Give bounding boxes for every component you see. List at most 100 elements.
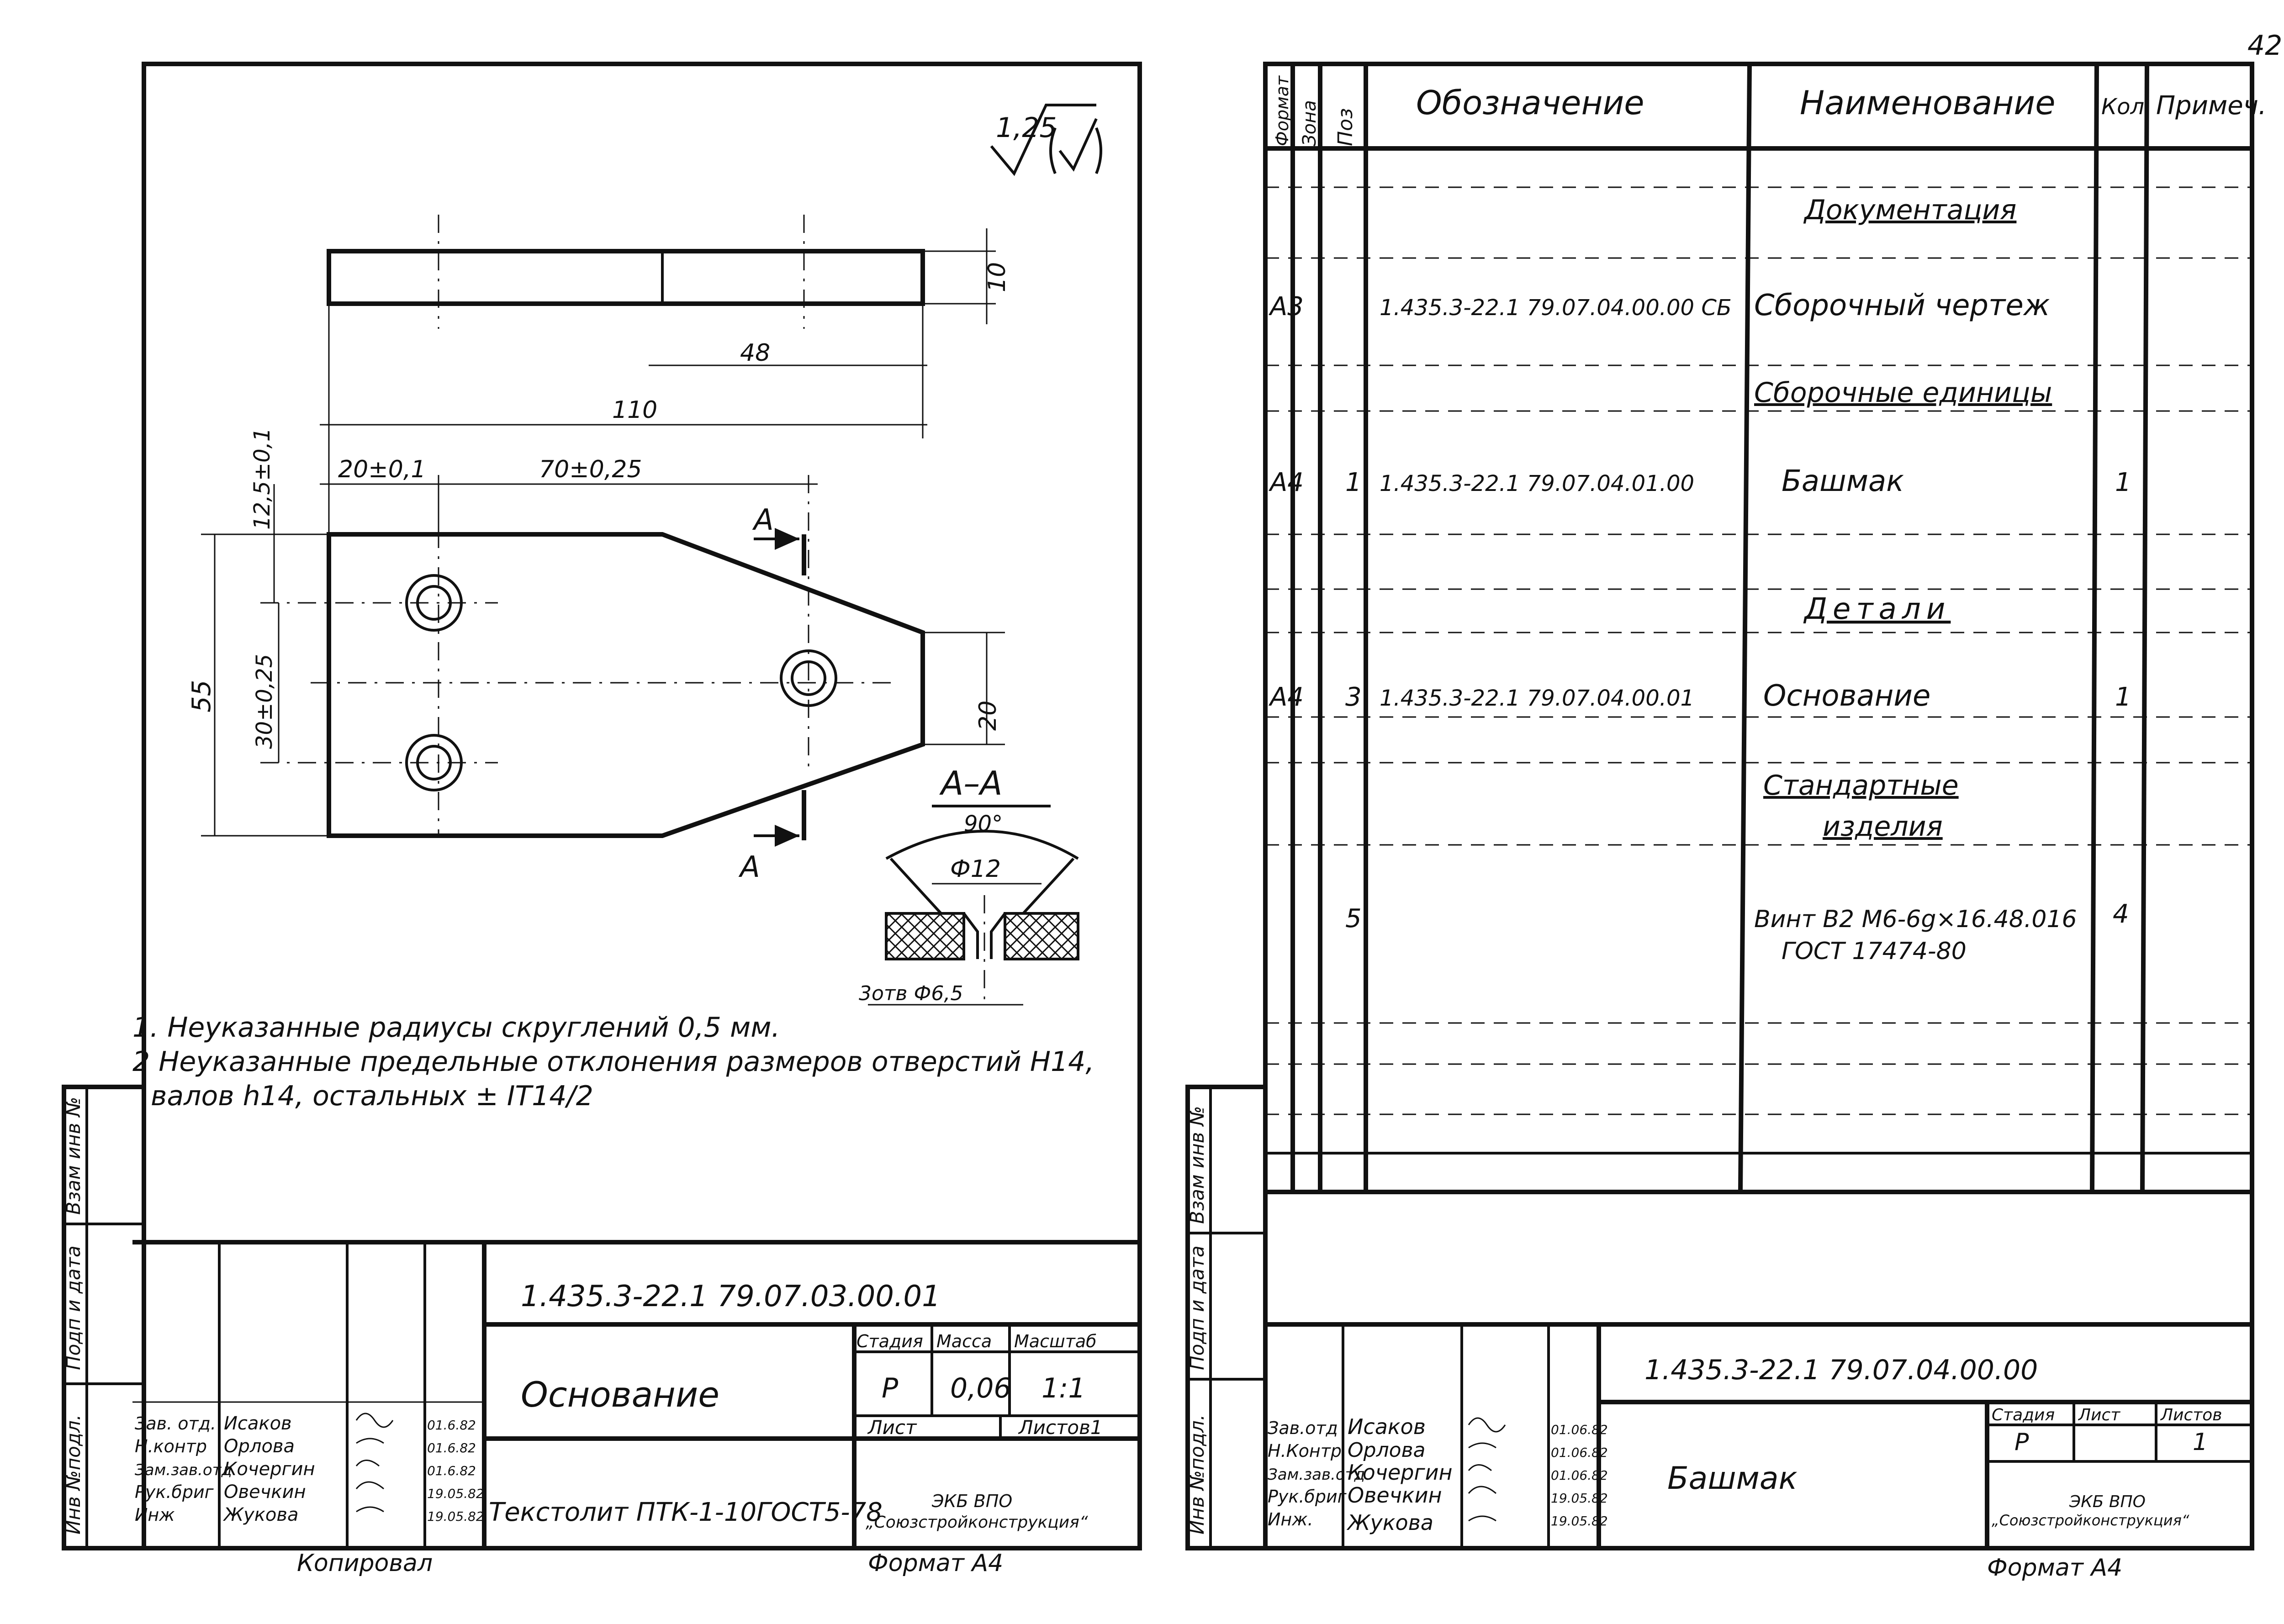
r-role-4: Рук.бриг [1268,1487,1347,1507]
name-3: Кочергин [224,1459,315,1480]
hdr-name: Наименование [1800,84,2056,122]
left-org-1: ЭКБ ВПО [931,1491,1012,1511]
left-sheets-label: Листов1 [1018,1416,1103,1439]
role-4: Рук.бриг [135,1482,214,1502]
dim-10: 10 [983,262,1011,292]
r-date-3: 01.06.82 [1551,1468,1608,1483]
r-name-5: Жукова [1346,1510,1433,1535]
left-format: Формат А4 [868,1550,1003,1577]
left-sheet-label: Лист [867,1416,917,1439]
row2-qty: 1 [2115,468,2131,497]
r-date-5: 19.05.82 [1551,1513,1608,1529]
row2-pos: 1 [1345,468,1362,497]
right-side-sign: Подп и дата [1186,1245,1208,1370]
note-3: валов h14, остальных ± IT14/2 [151,1080,593,1112]
name-2: Орлова [224,1436,295,1457]
hdr-scale: Масштаб [1014,1331,1097,1351]
section-hole-note: 3отв Ф6,5 [859,982,963,1005]
right-signatures [1468,1417,1506,1522]
r-val-stage: Р [2014,1429,2029,1456]
dim-20-right: 20 [974,701,1002,731]
r-role-3: Зам.зав.отд [1268,1466,1365,1484]
hdr-zone: Зона [1299,100,1320,146]
left-side-replace: Взам инв № [62,1097,85,1215]
cut-mark-bottom: А [738,850,760,884]
left-title-block: 1.435.3-22.1 79.07.03.00.01 Основание Те… [132,1240,1140,1577]
dim-30: 30±0,25 [252,654,277,749]
front-view: 20±0,1 70±0,25 12,5±0,1 55 30±0,25 20 А [187,428,1005,884]
sec-products: изделия [1823,811,1943,843]
name-4: Овечкин [224,1482,306,1503]
row3-name: Основание [1763,679,1930,713]
date-4: 19.05.82 [427,1486,484,1501]
note-1: 1. Неуказанные радиусы скруглений 0,5 мм… [132,1012,780,1044]
r-hdr-stage: Стадия [1992,1406,2055,1424]
left-org-2: „Союзстройконструкция“ [866,1513,1088,1532]
notes: 1. Неуказанные радиусы скруглений 0,5 мм… [132,1012,1094,1112]
right-org-1: ЭКБ ВПО [2069,1492,2146,1511]
right-title-block: 1.435.3-22.1 79.07.04.00.00 Башмак Стади… [1265,1322,2252,1582]
row1-name: Сборочный чертеж [1754,289,2050,322]
date-3: 01.6.82 [427,1463,476,1478]
r-date-2: 01.06.82 [1551,1445,1608,1460]
hdr-stage: Стадия [856,1331,923,1351]
row4-standard: ГОСТ 17474-80 [1782,938,1967,965]
r-hdr-sheet: Лист [2078,1406,2120,1424]
r-name-3: Кочергин [1348,1460,1453,1485]
right-org-2: „Союзстройконструкция“ [1992,1512,2189,1529]
row2-format: А4 [1269,468,1304,497]
spec-table: Формат Зона Поз Обозначение Наименование… [1265,63,2267,1194]
val-mass: 0,06 [950,1372,1011,1404]
dim-55: 55 [187,680,217,712]
dim-70: 70±0,25 [539,456,642,483]
roughness-symbol: 1,25 [990,104,1102,176]
sec-parts: Детали [1803,592,1951,626]
roughness-value: 1,25 [996,112,1057,144]
right-frame [1263,62,2254,1550]
right-side-replace: Взам инв № [1186,1106,1208,1224]
cut-mark-top: А [752,503,774,537]
name-5: Жукова [222,1504,298,1525]
right-side-column [1185,1085,1268,1550]
dim-48: 48 [740,339,770,367]
r-date-4: 19.05.82 [1551,1491,1608,1506]
role-1: Зав. отд. [135,1413,216,1434]
hdr-pos: Поз [1334,108,1357,146]
row3-qty: 1 [2115,682,2131,712]
row1-designation: 1.435.3-22.1 79.07.04.00.00 СБ [1380,295,1732,321]
sec-standard: Стандартные [1763,770,1959,801]
section-hole: Ф12 [950,855,1001,883]
note-2: 2 Неуказанные предельные отклонения разм… [132,1046,1094,1078]
left-designation: 1.435.3-22.1 79.07.03.00.01 [521,1280,941,1313]
top-view: 10 48 110 [320,215,1011,502]
right-sheet: Инв №подл. Подп и дата Взам инв № [1185,62,2267,1582]
r-name-1: Исаков [1348,1414,1426,1439]
left-part-name: Основание [521,1374,719,1415]
row3-pos: 3 [1345,682,1362,712]
hdr-mass: Масса [936,1331,992,1351]
signatures [355,1413,394,1513]
sec-assembly-units: Сборочные единицы [1754,377,2052,409]
row4-pos: 5 [1345,904,1362,933]
dim-110: 110 [612,396,657,424]
val-stage: Р [882,1372,899,1404]
row2-designation: 1.435.3-22.1 79.07.04.01.00 [1380,471,1694,496]
role-2: Н.контр [135,1436,207,1456]
hdr-qty: Кол. [2101,94,2151,120]
left-sheet: Инв №подл. Подп и дата Взам инв № 1,25 1… [62,62,1142,1577]
left-side-inv: Инв №подл. [62,1414,85,1534]
role-5: Инж [135,1505,175,1525]
r-role-5: Инж. [1268,1509,1313,1529]
right-side-inv: Инв №подл. [1186,1414,1208,1534]
left-material: Текстолит ПТК-1-10ГОСТ5-78 [489,1497,883,1527]
r-name-4: Овечкин [1348,1483,1442,1508]
date-1: 01.6.82 [427,1418,476,1433]
r-val-sheets: 1 [2193,1429,2208,1456]
r-date-1: 01.06.82 [1551,1422,1608,1437]
right-designation: 1.435.3-22.1 79.07.04.00.00 [1644,1354,2038,1386]
left-side-sign: Подп и дата [62,1245,85,1370]
r-hdr-sheets: Листов [2160,1406,2222,1424]
section-title: А–А [939,764,1003,802]
name-1: Исаков [224,1413,292,1434]
